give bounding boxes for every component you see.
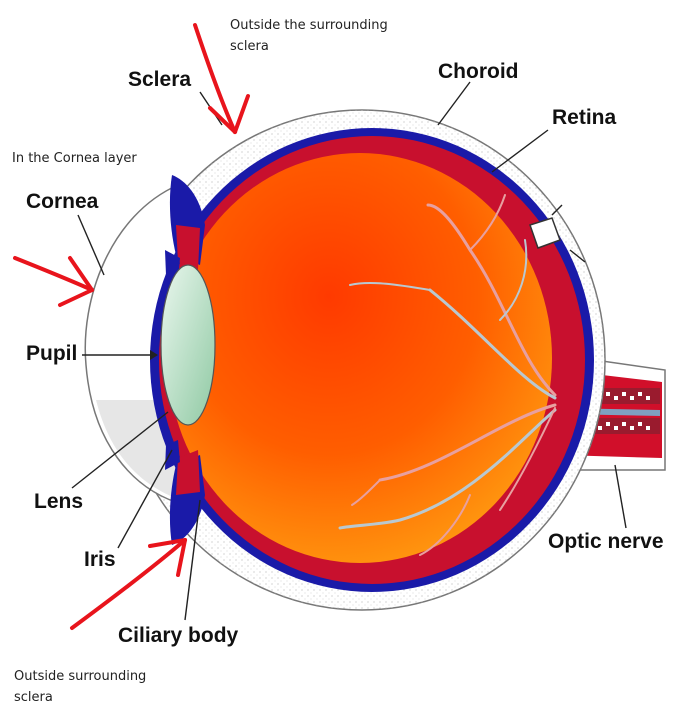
- red-arrow-bottom-icon: [70, 538, 187, 630]
- note-bottom: Outside surrounding sclera: [14, 666, 146, 708]
- blood-vessels: [338, 194, 557, 556]
- red-arrow-top-icon: [193, 23, 237, 134]
- note-bottom-line1: Outside surrounding: [14, 669, 147, 684]
- note-bottom-line2: sclera: [14, 690, 53, 705]
- note-left: In the Cornea layer: [12, 151, 137, 166]
- label-retina: Retina: [552, 106, 617, 129]
- note-top-line2: sclera: [230, 39, 269, 54]
- leader-lines: [71, 81, 627, 621]
- label-sclera: Sclera: [128, 68, 192, 91]
- note-top-line1: Outside the surrounding: [230, 18, 388, 33]
- label-cornea: Cornea: [26, 190, 99, 213]
- label-ciliary-body: Ciliary body: [118, 624, 239, 647]
- retina-sample-box: [529, 217, 561, 249]
- lens-shape: [160, 264, 216, 426]
- iris-ciliary-shapes: [165, 175, 205, 545]
- label-choroid: Choroid: [438, 60, 519, 83]
- label-iris: Iris: [84, 548, 116, 571]
- label-optic-nerve: Optic nerve: [548, 530, 664, 553]
- label-pupil: Pupil: [26, 342, 78, 365]
- vitreous-shape: [168, 153, 552, 563]
- note-top: Outside the surrounding sclera: [230, 15, 388, 57]
- red-arrow-left-icon: [13, 256, 94, 292]
- annotation-arrows: [13, 23, 250, 630]
- label-lens: Lens: [34, 490, 84, 513]
